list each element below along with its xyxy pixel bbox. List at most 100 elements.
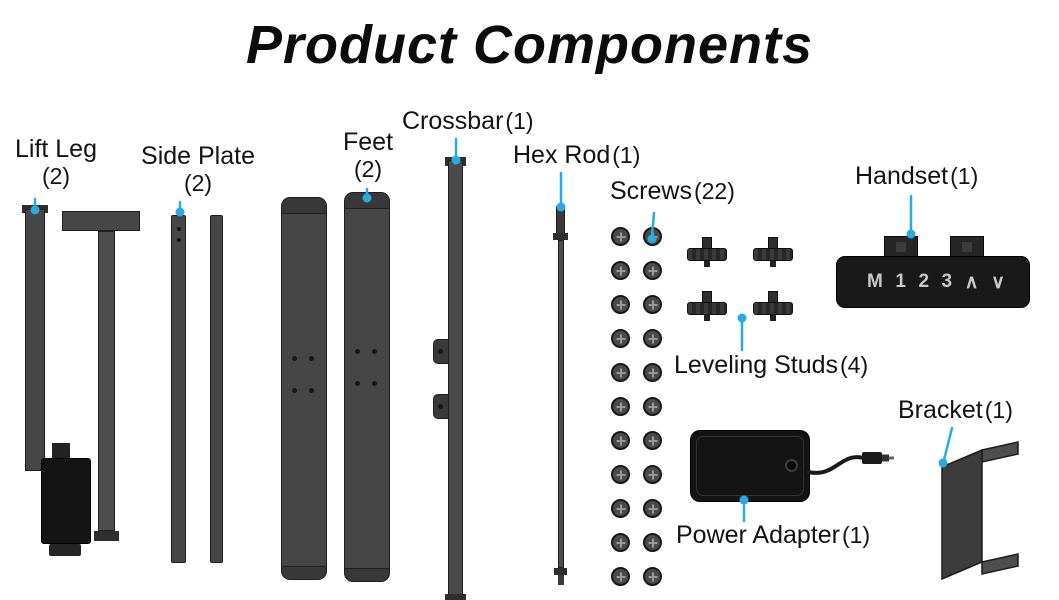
component-name: Feet <box>342 128 394 156</box>
bracket-graphic <box>941 441 1019 581</box>
adapter-cable <box>806 452 894 475</box>
lift-leg-outer-column <box>25 209 45 471</box>
screw-icon <box>611 397 630 416</box>
label-power-adapter: Power Adapter(1) <box>676 521 871 550</box>
screw-icon <box>643 567 662 586</box>
stud-disc <box>687 302 727 315</box>
crossbar-tab <box>433 394 449 419</box>
foot-hole <box>292 356 297 361</box>
component-name: Screws <box>610 177 692 205</box>
screw-icon <box>643 397 662 416</box>
stud-disc <box>687 248 727 261</box>
foot-hole <box>355 381 360 386</box>
foot-right <box>344 192 390 582</box>
bracket-top-flange <box>981 441 1019 463</box>
screw-icon <box>643 431 662 450</box>
foot-end-cap <box>282 566 326 579</box>
handset-button-m: M <box>867 271 883 292</box>
leveling-stud <box>687 237 727 271</box>
lift-leg-inner-column <box>98 231 115 531</box>
component-name: Hex Rod <box>513 141 611 169</box>
tab-hole <box>438 349 443 354</box>
side-plate-left <box>171 215 186 563</box>
hex-rod-shaft <box>558 240 564 568</box>
label-screws: Screws(22) <box>610 177 735 206</box>
handset-button-3: 3 <box>941 271 953 292</box>
foot-hole <box>372 381 377 386</box>
adapter-port <box>785 459 798 472</box>
stud-tip <box>704 261 710 267</box>
leveling-stud <box>753 291 793 325</box>
foot-hole <box>355 349 360 354</box>
page-title: Product Components <box>246 15 813 75</box>
component-qty: (2) <box>353 155 383 182</box>
hex-rod-joint <box>553 233 568 240</box>
callout-handset <box>906 194 916 239</box>
screw-icon <box>611 329 630 348</box>
label-side-plate: Side Plate (2) <box>128 142 268 196</box>
screw-icon <box>611 227 630 246</box>
leveling-studs-graphic <box>687 237 793 325</box>
motor-box <box>41 458 91 544</box>
label-feet: Feet (2) <box>330 128 406 182</box>
screw-icon <box>643 363 662 382</box>
handset-button-1: 1 <box>895 271 906 292</box>
screw-icon <box>643 295 662 314</box>
crossbar-bottom-cap <box>445 594 466 600</box>
hex-rod-head <box>556 206 565 234</box>
screw-icon <box>611 261 630 280</box>
leveling-stud <box>687 291 727 325</box>
handset-button-2: 2 <box>918 271 930 292</box>
screw-icon <box>643 227 662 246</box>
plate-hole <box>177 227 181 231</box>
component-qty: (1) <box>950 163 979 189</box>
label-leveling-studs: Leveling Studs(4) <box>674 351 869 380</box>
label-handset: Handset(1) <box>855 162 979 191</box>
screw-icon <box>643 533 662 552</box>
handset-body: M 1 2 3 ∧ ∨ <box>836 256 1030 308</box>
component-qty: (1) <box>842 522 871 548</box>
stud-tip <box>770 315 776 321</box>
foot-hole <box>309 388 314 393</box>
screws-graphic <box>611 227 662 586</box>
screw-icon <box>643 465 662 484</box>
foot-end-cap <box>345 193 389 209</box>
stud-disc <box>753 302 793 315</box>
label-hex-rod: Hex Rod(1) <box>513 141 641 170</box>
screw-icon <box>611 465 630 484</box>
component-qty: (1) <box>505 108 534 134</box>
label-crossbar: Crossbar(1) <box>402 107 534 136</box>
screw-icon <box>611 499 630 518</box>
component-name: Side Plate <box>141 142 255 170</box>
stud-tip <box>770 261 776 267</box>
handset-mount-tab <box>884 236 918 258</box>
stud-tip <box>704 315 710 321</box>
foot-hole <box>372 349 377 354</box>
side-plate-right <box>210 215 223 563</box>
tab-hole <box>438 404 443 409</box>
crossbar-bar <box>448 160 463 598</box>
handset-mount-tab <box>950 236 984 258</box>
lift-leg-foot-pad <box>94 531 119 541</box>
power-adapter-body <box>690 430 810 502</box>
foot-hole <box>292 388 297 393</box>
foot-left <box>281 197 327 580</box>
label-bracket: Bracket(1) <box>898 396 1013 425</box>
screw-icon <box>611 363 630 382</box>
component-qty: (1) <box>984 397 1013 423</box>
dc-plug <box>862 452 882 464</box>
component-qty: (4) <box>840 352 869 378</box>
stud-disc <box>753 248 793 261</box>
bracket-bottom-flange <box>981 553 1019 575</box>
screw-icon <box>643 329 662 348</box>
hex-rod-tip <box>558 575 564 585</box>
plate-hole <box>177 238 181 242</box>
component-qty: (1) <box>612 142 641 168</box>
foot-end-cap <box>282 198 326 214</box>
screw-icon <box>611 567 630 586</box>
screw-icon <box>611 431 630 450</box>
foot-end-cap <box>345 568 389 581</box>
screw-icon <box>643 261 662 280</box>
handset-up-icon: ∧ <box>964 271 979 293</box>
